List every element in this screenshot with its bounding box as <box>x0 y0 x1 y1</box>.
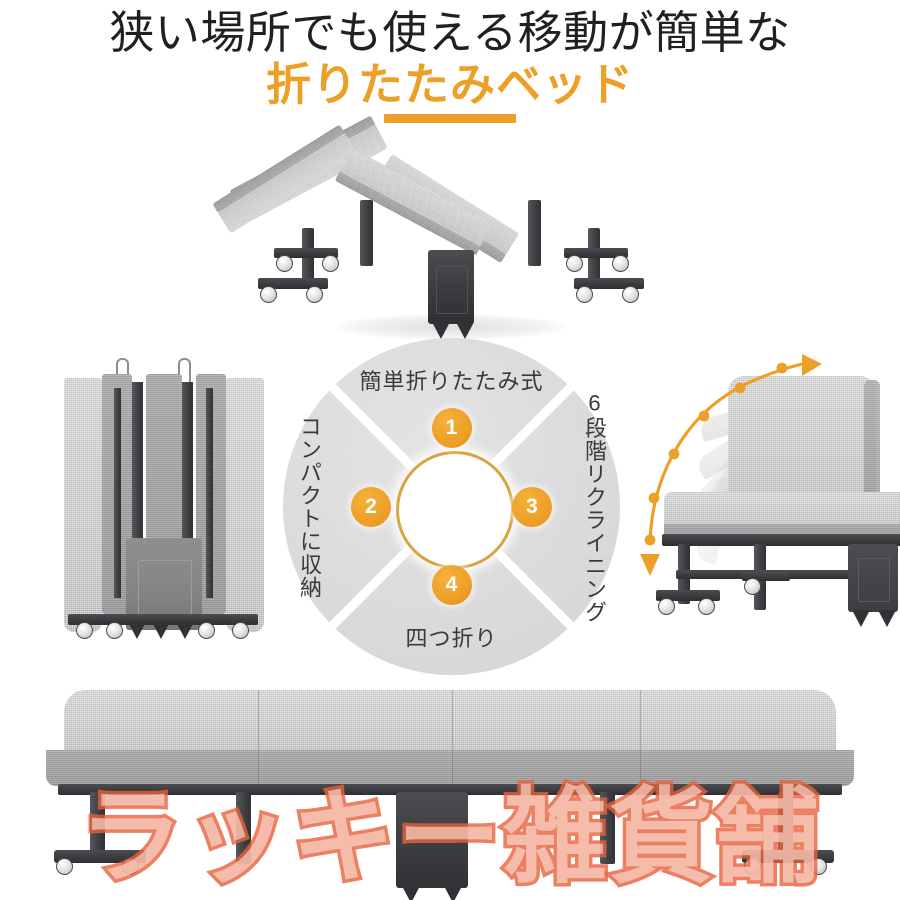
wheel-label-left: コンパクトに収納 <box>297 414 322 599</box>
mattress-seam-1 <box>258 690 259 786</box>
flat-center-support-box <box>396 792 468 888</box>
caster-wheel <box>106 622 123 639</box>
flat-tbase-left <box>54 850 146 863</box>
wheel-center-hub <box>395 450 514 569</box>
recline-arc-dot-5 <box>734 382 746 394</box>
recline-arc-dot-2 <box>648 492 660 504</box>
mattress-seam-3 <box>640 690 641 786</box>
folded-center-box-inset <box>138 560 192 618</box>
caster-wheel <box>276 255 293 272</box>
caster-wheel <box>612 255 629 272</box>
folded-base-rail <box>68 614 258 625</box>
caster-wheel <box>56 858 73 875</box>
inner-leg-left <box>360 200 373 266</box>
recline-frame-apron <box>662 534 900 546</box>
recline-arc-dot-1 <box>644 534 656 546</box>
recline-arrowhead-up <box>802 354 822 376</box>
recline-arc-dot-3 <box>668 448 680 460</box>
caster-wheel <box>698 598 715 615</box>
mattress-panel-right-inner <box>212 124 358 234</box>
center-foot-left <box>432 322 450 339</box>
recline-foot-left <box>852 610 870 627</box>
flat-leg-2 <box>236 792 251 864</box>
flat-tbase-right <box>742 850 834 863</box>
wheel-label-right: 6段階リクライニング <box>582 390 607 623</box>
flat-unfolded-bed-illustration <box>40 690 860 900</box>
seat-mattress-edge <box>664 524 900 536</box>
flat-leg-3 <box>600 792 615 864</box>
backrest-side-edge <box>864 380 880 510</box>
flat-center-box-inset <box>408 842 456 879</box>
folded-frame-rail-inner-b <box>206 388 213 598</box>
wheel-label-bottom: 四つ折り <box>405 626 498 651</box>
caster-wheel <box>232 622 249 639</box>
reclining-bed-illustration <box>636 332 900 632</box>
wheel-label-top: 簡単折りたたみ式 <box>359 369 544 394</box>
folded-compact-bed-illustration <box>58 358 270 658</box>
flat-leg-4 <box>778 792 793 854</box>
outer-tbase-right-lower <box>574 278 644 289</box>
flat-mattress-surface <box>64 690 836 758</box>
center-foot-right <box>456 322 474 339</box>
flat-mattress-side <box>46 750 854 786</box>
recline-tbase-mid <box>742 572 790 581</box>
recline-arc-arrow <box>640 354 822 576</box>
recline-foot-right <box>878 610 896 627</box>
headline-underline-bar <box>384 114 516 123</box>
carry-hook-right <box>178 358 191 382</box>
flat-frame-rail <box>58 784 842 795</box>
carry-hook-left <box>116 358 129 382</box>
recline-arc-dot-6 <box>776 362 788 374</box>
headline-line-1: 狭い場所でも使える移動が簡単な <box>109 7 791 58</box>
caster-wheel <box>576 286 593 303</box>
inner-leg-right <box>528 200 541 266</box>
panel-face <box>217 131 358 234</box>
caster-wheel <box>122 858 139 875</box>
caster-wheel <box>744 858 761 875</box>
recline-tbase-front <box>656 590 720 601</box>
caster-wheel <box>198 622 215 639</box>
wheel-badge-2: 2 <box>351 486 391 527</box>
flat-foot-right <box>444 886 462 900</box>
folded-foot-b <box>152 622 170 639</box>
recline-arrowhead-down <box>640 554 660 576</box>
center-column-inset-panel <box>436 266 468 314</box>
feature-wheel-diagram: 簡単折りたたみ式 6段階リクライニング コンパクトに収納 四つ折り 1 2 3 … <box>283 338 620 675</box>
caster-wheel <box>260 286 277 303</box>
recline-arc-dot-4 <box>698 410 710 422</box>
wheel-badge-1: 1 <box>431 408 472 448</box>
caster-wheel <box>658 598 675 615</box>
outer-tbase-left-upper <box>274 248 338 258</box>
flat-foot-left <box>402 886 420 900</box>
caster-wheel <box>810 858 827 875</box>
wheel-badge-3: 3 <box>512 486 552 527</box>
folded-mattress-outer-right <box>226 378 264 632</box>
caster-wheel <box>76 622 93 639</box>
folded-frame-rail-left <box>132 382 143 612</box>
caster-wheel <box>566 255 583 272</box>
headline-line-2: 折りたたみベッド <box>265 59 634 110</box>
folded-mattress-outer-left <box>64 378 102 632</box>
folded-frame-rail-right <box>182 382 193 612</box>
center-support-column <box>428 250 474 324</box>
caster-wheel <box>306 286 323 303</box>
backrest-panel <box>728 376 876 510</box>
seat-mattress <box>664 492 900 530</box>
folded-foot-c <box>176 622 194 639</box>
flat-leg-1 <box>90 792 105 854</box>
outer-tbase-right-upper <box>564 248 628 258</box>
mattress-seam-2 <box>452 690 453 786</box>
folded-w-shape-bed-illustration <box>212 115 660 340</box>
recline-center-box-inset <box>858 558 890 602</box>
folded-frame-rail-inner-a <box>114 388 121 598</box>
caster-wheel <box>322 255 339 272</box>
caster-wheel <box>622 286 639 303</box>
caster-wheel <box>744 578 761 595</box>
wheel-badge-4: 4 <box>431 565 472 605</box>
folded-foot-a <box>128 622 146 639</box>
outer-tbase-left-lower <box>258 278 328 289</box>
